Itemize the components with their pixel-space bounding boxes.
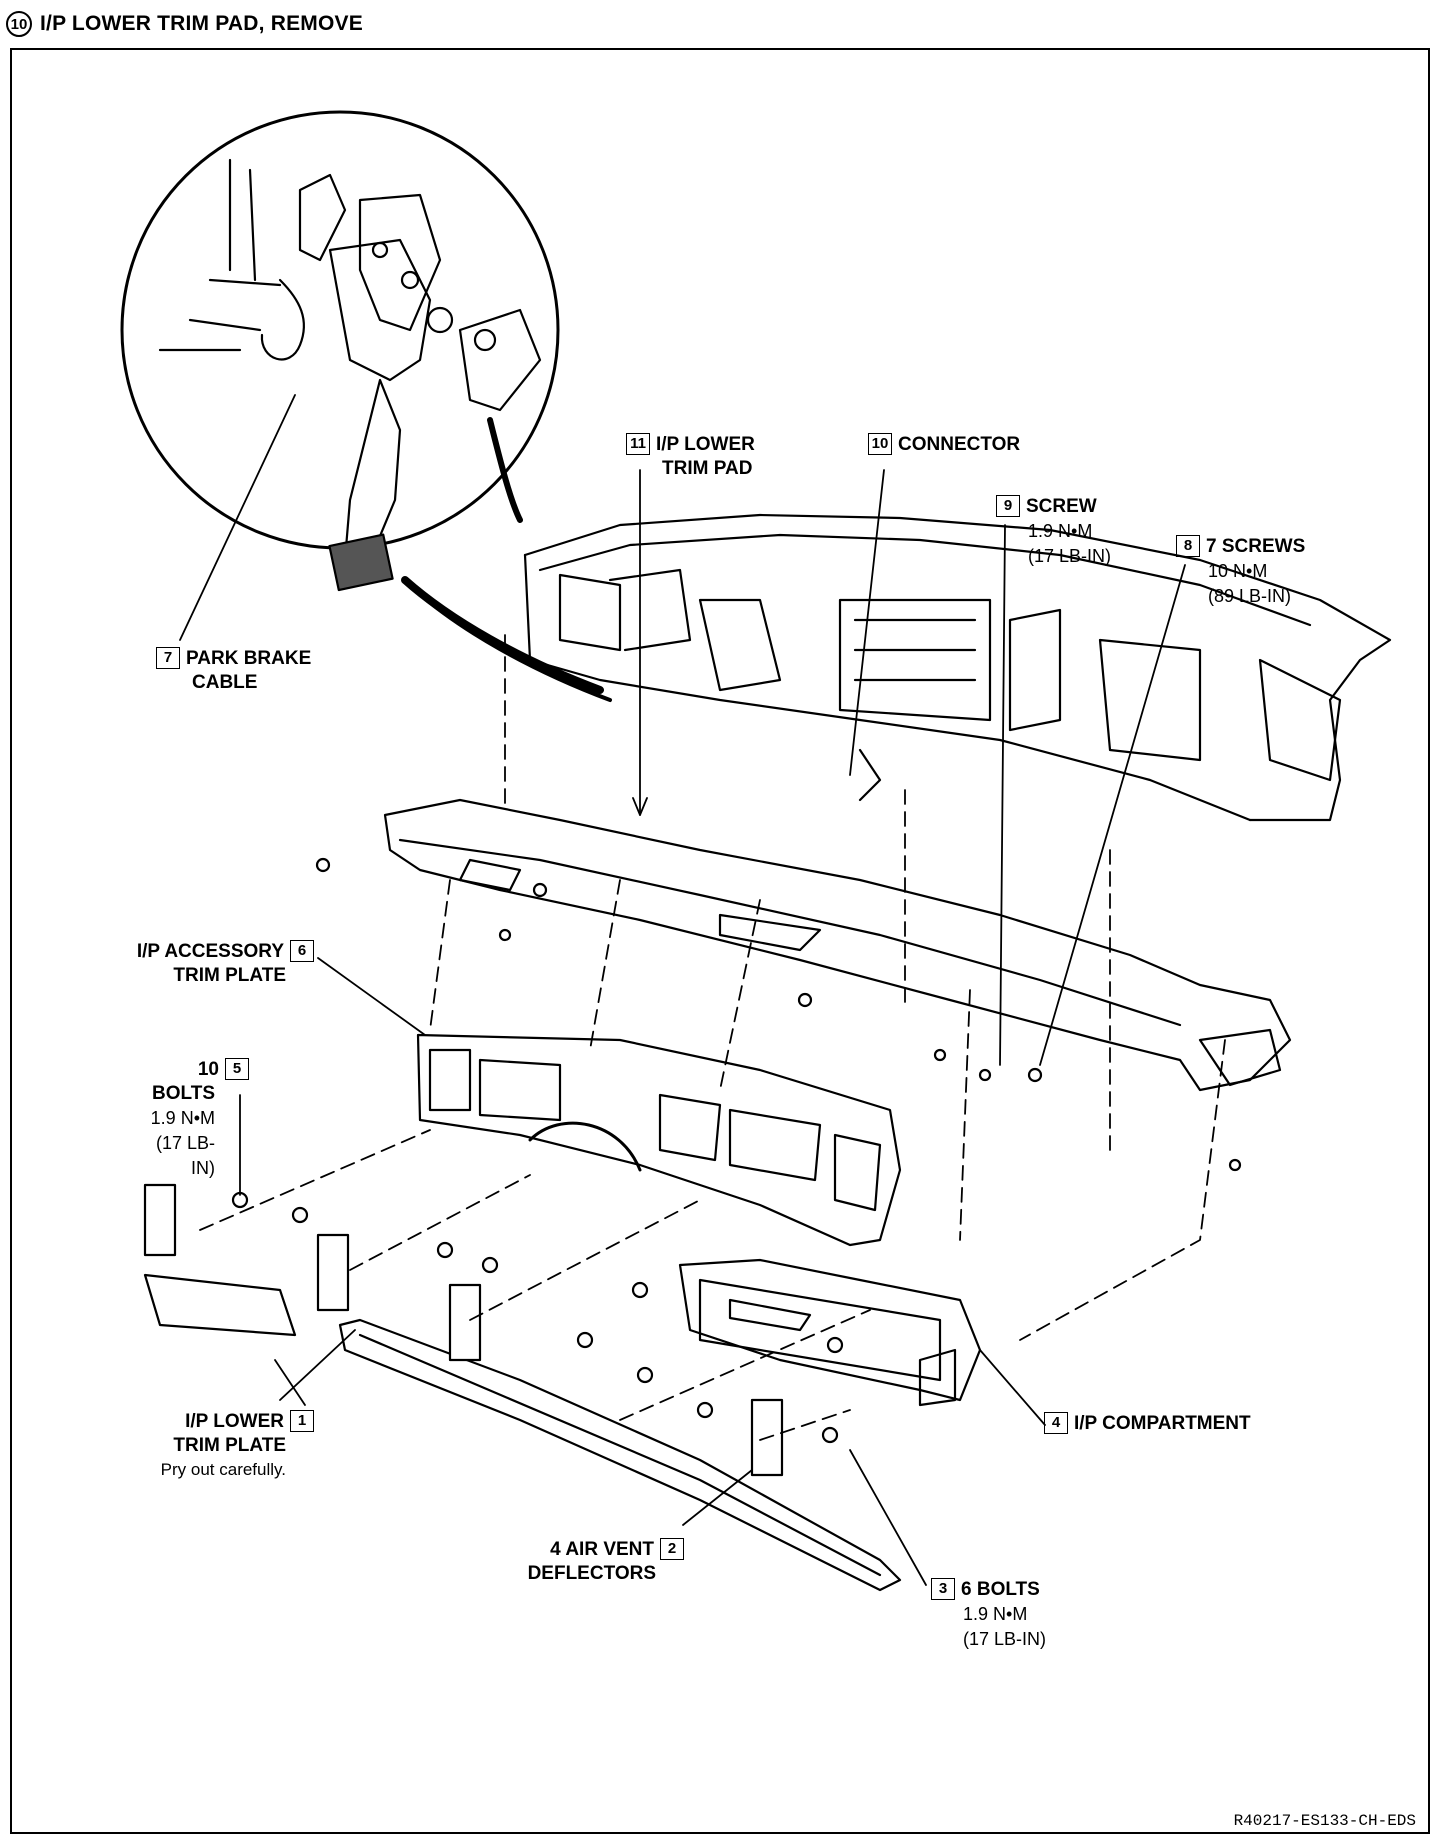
- callout-text: 1.9 N•M: [150, 1108, 215, 1128]
- accessory-trim-plate-part: [416, 1033, 902, 1247]
- assembly-dash-lines: [199, 634, 1226, 1441]
- callout-text: (17 LB-: [155, 1133, 215, 1153]
- callout-text: 1.9 N•M: [1028, 521, 1093, 541]
- callout-text: IN): [191, 1158, 215, 1178]
- callout-text: I/P ACCESSORY: [136, 941, 284, 962]
- callout-compartment: 4 I/P COMPARTMENT: [1038, 1412, 1251, 1436]
- callout-number: 5: [225, 1058, 249, 1080]
- callout-text: TRIM PAD: [662, 458, 753, 479]
- callout-lower-trim-pad: 11 I/P LOWER TRIM PAD: [620, 433, 755, 481]
- callout-text: 7 SCREWS: [1206, 536, 1306, 557]
- callout-text: TRIM PLATE: [173, 965, 286, 986]
- step-header: 10 I/P LOWER TRIM PAD, REMOVE: [6, 8, 363, 40]
- callout-text: BOLTS: [152, 1083, 215, 1104]
- callout-text: I/P LOWER: [185, 1411, 284, 1432]
- callout-text: I/P LOWER: [656, 434, 755, 455]
- callout-seven-screws: 8 7 SCREWS 10 N•M (89 LB-IN): [1170, 535, 1305, 609]
- callout-number: 3: [931, 1578, 955, 1600]
- callout-accessory-trim-plate: I/P ACCESSORY 6 TRIM PLATE: [60, 940, 320, 988]
- callout-six-bolts: 3 6 BOLTS 1.9 N•M (17 LB-IN): [925, 1578, 1046, 1652]
- callout-lower-trim-plate: I/P LOWER 1 TRIM PLATE Pry out carefully.: [60, 1410, 320, 1482]
- callout-text: TRIM PLATE: [173, 1435, 286, 1456]
- callout-text: PARK BRAKE: [186, 648, 312, 669]
- callout-number: 7: [156, 647, 180, 669]
- callout-text: CONNECTOR: [898, 434, 1021, 455]
- callout-number: 4: [1044, 1412, 1068, 1434]
- callout-text: I/P COMPARTMENT: [1074, 1413, 1251, 1434]
- callout-text: SCREW: [1026, 496, 1097, 517]
- callout-text: 4 AIR VENT: [550, 1539, 654, 1560]
- callout-number: 11: [626, 433, 650, 455]
- callout-text: 10: [197, 1059, 219, 1080]
- step-number-badge: 10: [6, 11, 32, 37]
- callout-screw: 9 SCREW 1.9 N•M (17 LB-IN): [990, 495, 1111, 569]
- step-title: I/P LOWER TRIM PAD, REMOVE: [40, 12, 363, 35]
- callout-leader-lines: [179, 394, 1186, 1586]
- callout-number: 1: [290, 1410, 314, 1432]
- callout-park-brake-cable: 7 PARK BRAKE CABLE: [150, 647, 311, 695]
- callout-number: 9: [996, 495, 1020, 517]
- reference-code: R40217-ES133-CH-EDS: [1233, 1812, 1416, 1830]
- callout-text: (17 LB-IN): [1028, 546, 1112, 566]
- callout-number: 2: [660, 1538, 684, 1560]
- compartment-part: [678, 1258, 982, 1407]
- callout-text: 1.9 N•M: [963, 1604, 1028, 1624]
- callout-ten-bolts: 10 5 BOLTS 1.9 N•M (17 LB- IN): [80, 1058, 255, 1181]
- callout-air-vent-deflectors: 4 AIR VENT 2 DEFLECTORS: [440, 1538, 690, 1586]
- callout-text: (89 LB-IN): [1208, 586, 1292, 606]
- park-brake-detail-circle: [120, 110, 612, 702]
- callout-number: 6: [290, 940, 314, 962]
- callout-text: CABLE: [192, 672, 258, 693]
- callout-connector: 10 CONNECTOR: [862, 433, 1020, 457]
- callout-note: Pry out carefully.: [160, 1460, 286, 1479]
- callout-number: 8: [1176, 535, 1200, 557]
- callout-number: 10: [868, 433, 892, 455]
- callout-text: 10 N•M: [1208, 561, 1268, 581]
- fastener-marks: [231, 857, 1242, 1444]
- callout-text: DEFLECTORS: [527, 1563, 656, 1584]
- air-vent-deflector-parts: [143, 1183, 784, 1477]
- diagram-frame: [10, 48, 1430, 1834]
- lower-trim-pad-part: [383, 798, 1292, 1092]
- callout-text: (17 LB-IN): [963, 1629, 1047, 1649]
- callout-text: 6 BOLTS: [961, 1579, 1040, 1600]
